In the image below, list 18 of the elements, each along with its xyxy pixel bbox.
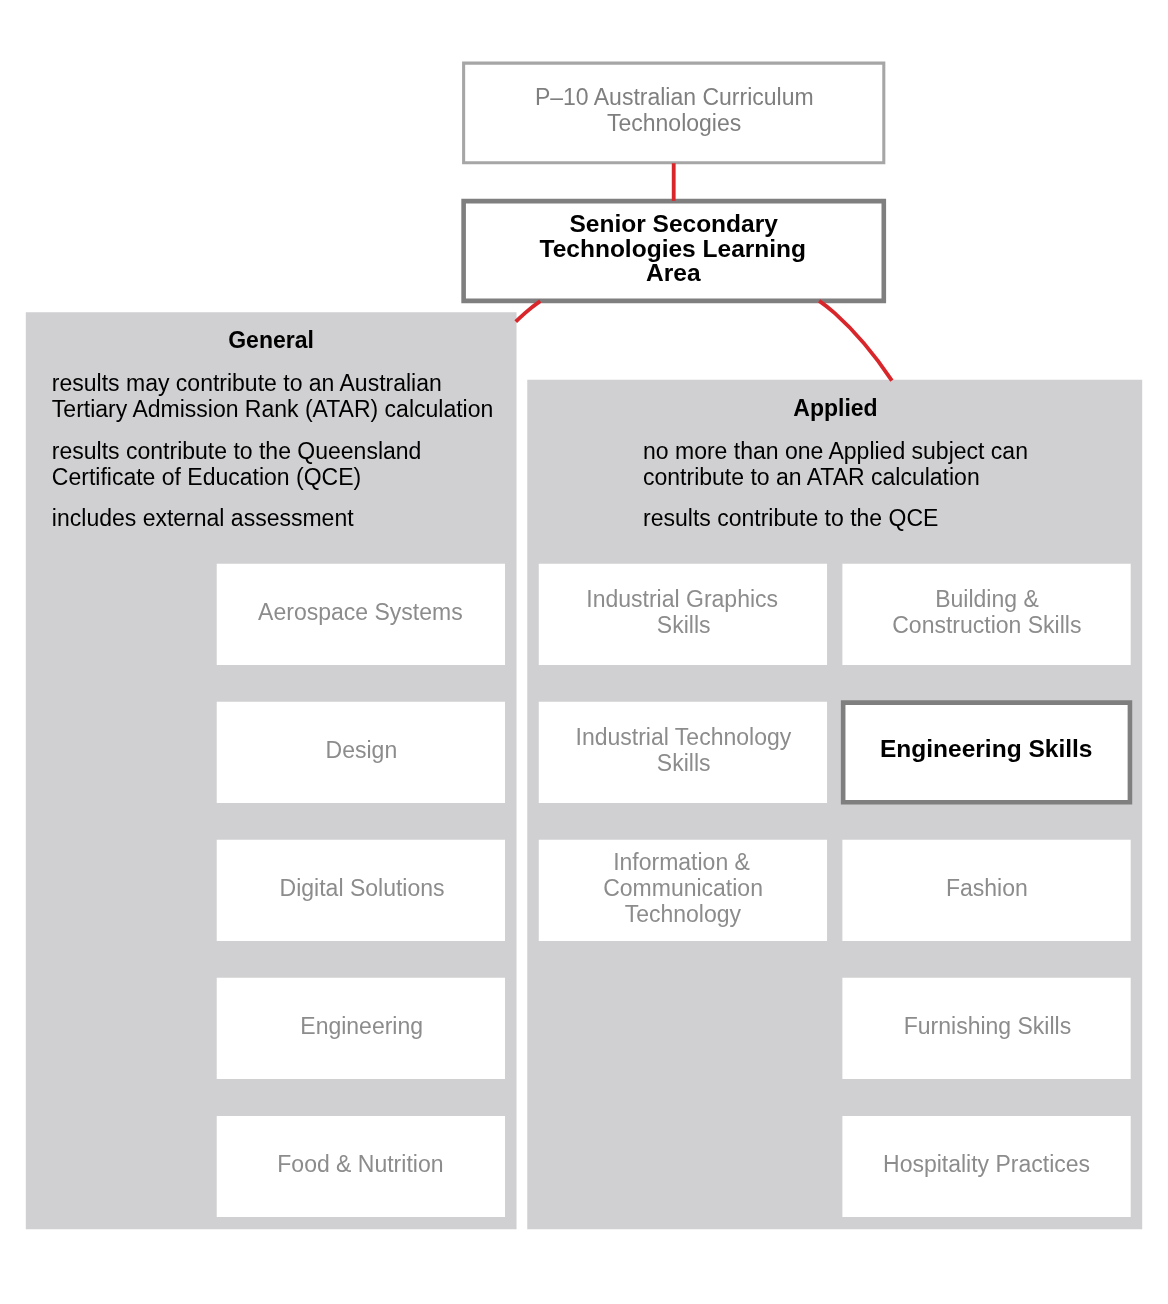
connector bbox=[671, 163, 676, 201]
node-box: Industrial Graphics Skills bbox=[538, 563, 828, 666]
node-box: Fashion bbox=[842, 839, 1131, 942]
node-box: Senior Secondary Technologies Learning Area bbox=[461, 198, 887, 304]
connector bbox=[818, 299, 894, 382]
node-box: Aerospace Systems bbox=[216, 563, 506, 666]
node-box: Hospitality Practices bbox=[842, 1115, 1131, 1218]
node-box: Engineering Skills bbox=[840, 700, 1133, 805]
connector bbox=[514, 299, 542, 324]
node-box: Design bbox=[216, 701, 506, 804]
node-box: Food & Nutrition bbox=[216, 1115, 506, 1218]
node-box: Building & Construction Skills bbox=[842, 563, 1131, 666]
node-box: P–10 Australian Curriculum Technologies bbox=[462, 61, 886, 165]
node-box: Industrial Technology Skills bbox=[538, 701, 828, 804]
node-box: Information & Communication Technology bbox=[538, 839, 828, 942]
node-box: Engineering bbox=[216, 977, 506, 1080]
node-box: Digital Solutions bbox=[216, 839, 506, 942]
node-box: Furnishing Skills bbox=[842, 977, 1131, 1080]
